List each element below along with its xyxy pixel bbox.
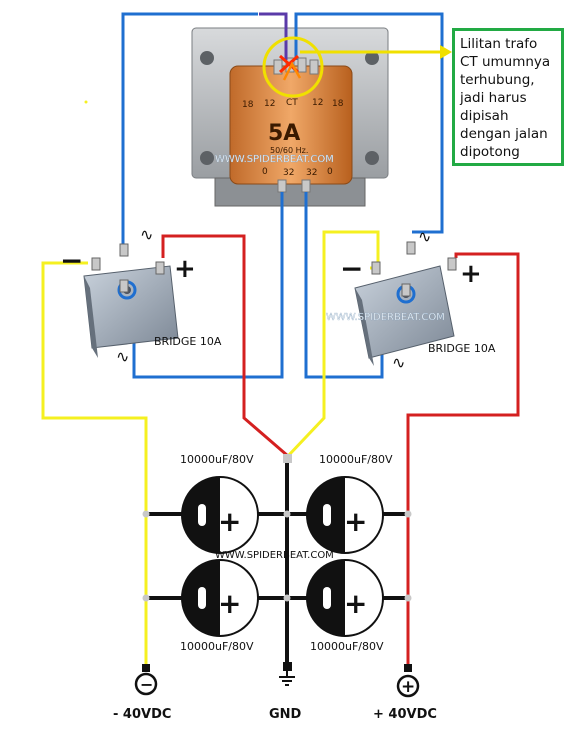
bridge-plus-label: + [460, 259, 482, 289]
negative-terminal-symbol: − [140, 675, 153, 694]
watermark: WWW.SPIDERBEAT.COM [326, 312, 445, 323]
ac-symbol: ∿ [140, 225, 153, 244]
note-line: dipisah [460, 108, 509, 124]
tap-label: 32 [283, 168, 294, 178]
black-wires [146, 460, 408, 665]
red-wire [161, 234, 289, 458]
note-line: dipotong [460, 144, 520, 160]
terminal-lug [301, 179, 311, 193]
yellow-wire [41, 261, 148, 668]
terminal-lug [309, 59, 319, 75]
negative-output-label: - 40VDC [113, 707, 171, 722]
transformer-frequency: 50/60 Hz. [270, 146, 308, 155]
tap-label: 18 [332, 99, 344, 109]
stray-dot [84, 100, 88, 104]
highlight-circle [262, 36, 324, 98]
capacitor-value: 10000uF/80V [310, 640, 384, 653]
ct-cut-mark [279, 54, 302, 81]
tap-label: 12 [264, 99, 275, 109]
note-line: jadi harus [460, 90, 527, 106]
capacitor-value: 10000uF/80V [180, 453, 254, 466]
transformer-rating: 5A [268, 121, 300, 146]
note-line: dengan jalan [460, 126, 548, 142]
ac-symbol: ∿ [392, 353, 405, 372]
bridge-minus-label: − [60, 244, 83, 277]
ground-label: GND [269, 707, 302, 722]
capacitor: + [181, 476, 259, 554]
annotation-note: Lilitan trafo CT umumnya terhubung, jadi… [452, 28, 564, 166]
tap-label: 0 [327, 167, 333, 177]
ac-symbol: ∿ [418, 227, 431, 246]
bridge-rectifier-left: − + BRIDGE 10A ∿ ∿ [60, 225, 222, 366]
capacitor-value: 10000uF/80V [319, 453, 393, 466]
mount-hole [200, 151, 214, 165]
bridge-minus-label: − [340, 252, 363, 285]
ground-terminal: GND [269, 662, 302, 722]
positive-terminal-symbol: + [401, 677, 415, 697]
note-line: Lilitan trafo [460, 36, 538, 52]
terminal-lug [273, 59, 283, 75]
terminal-lug [297, 57, 307, 73]
capacitor: + [181, 559, 259, 637]
tap-label: 32 [306, 168, 317, 178]
capacitor-value: 10000uF/80V [180, 640, 254, 653]
mount-hole [200, 51, 214, 65]
negative-terminal: − - 40VDC [113, 664, 171, 722]
positive-terminal: + + 40VDC [373, 664, 437, 722]
tap-label: CT [286, 98, 298, 108]
capacitor-polarity: + [218, 505, 241, 538]
red-wires [161, 234, 520, 668]
capacitor-polarity: + [344, 587, 367, 620]
mount-hole [365, 51, 379, 65]
blue-wire [121, 12, 258, 252]
capacitor: + [306, 476, 384, 554]
watermark: WWW.SPIDERBEAT.COM [215, 154, 334, 165]
bridge-plus-label: + [174, 254, 196, 284]
capacitor: + [306, 559, 384, 637]
bridge-label: BRIDGE 10A [154, 335, 222, 348]
note-line: CT umumnya [460, 54, 551, 70]
mount-hole [365, 151, 379, 165]
tap-label: 0 [262, 167, 268, 177]
ac-symbol: ∿ [116, 347, 129, 366]
red-wire [406, 252, 520, 668]
blue-wire [294, 12, 444, 234]
bridge-rectifier-right: − + BRIDGE 10A ∿ ∿ [340, 227, 496, 372]
terminal-lug [277, 179, 287, 193]
capacitor-polarity: + [218, 587, 241, 620]
pointer-arrowhead [440, 45, 452, 59]
yellow-wire [286, 230, 380, 458]
positive-output-label: + 40VDC [373, 707, 437, 722]
note-line: terhubung, [460, 72, 535, 88]
primary-lead [259, 12, 288, 60]
bridge-label: BRIDGE 10A [428, 342, 496, 355]
tap-label: 18 [242, 100, 254, 110]
junctions [142, 454, 412, 602]
tap-label: 12 [312, 98, 323, 108]
capacitor-polarity: + [344, 505, 367, 538]
watermark: WWW.SPIDERBEAT.COM [215, 550, 334, 561]
transformer: 18 12 CT 12 18 5A 50/60 Hz. 0 32 32 0 [191, 27, 389, 207]
